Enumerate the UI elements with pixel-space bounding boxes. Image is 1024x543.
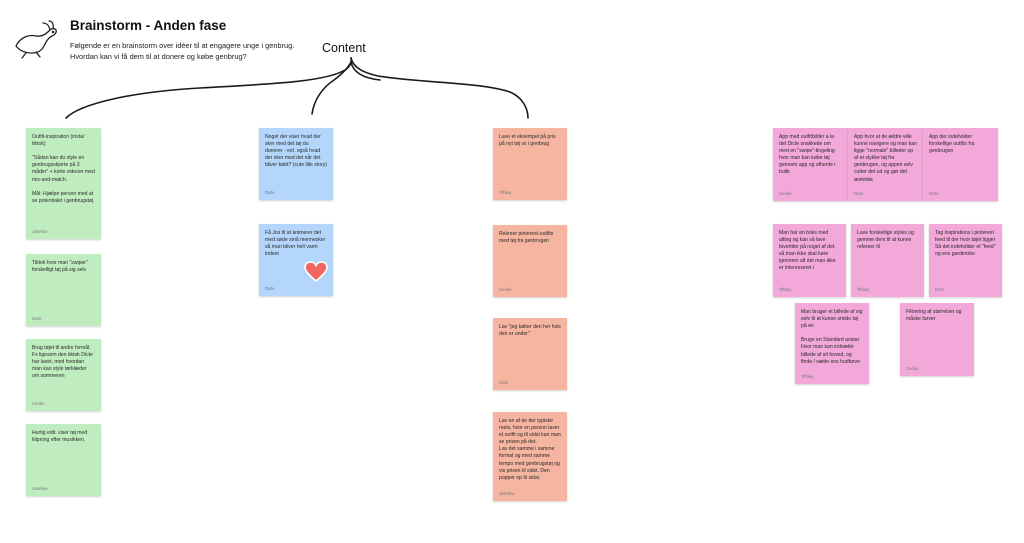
sticky-note[interactable]: Man bruger et billede af sig selv til at… <box>795 303 869 384</box>
note-text: Brug tøjet til andre formål. Fx ligesom … <box>32 345 93 380</box>
note-author: Tiffany <box>779 287 792 292</box>
note-text: Lave et eksempel på pris på nyt tøj vs i… <box>499 134 556 148</box>
note-author: Josefine <box>32 486 48 491</box>
note-author: Tiffany <box>801 374 814 379</box>
note-text: Tiktok hvor man "swiper" forskelligt tøj… <box>32 260 88 274</box>
note-text: App med outfitbilder a la det Dicte snak… <box>779 134 836 176</box>
note-author: Dicte <box>854 191 864 196</box>
sticky-note[interactable]: Hurtig edit. viser tøj med klipning efte… <box>26 424 101 496</box>
sticky-note[interactable]: App med outfitbilder a la det Dicte snak… <box>773 128 848 201</box>
page-description: Følgende er en brainstorm over idéer til… <box>70 41 295 61</box>
note-author: Dicte <box>499 380 509 385</box>
note-author: Dicte <box>32 316 42 321</box>
note-text: Outfit-inspiration (insta/ tiktok) "Såda… <box>32 134 95 204</box>
note-author: Cecilie <box>499 287 512 292</box>
sticky-note[interactable]: App hvor at de ældre ville kunne naviger… <box>848 128 923 201</box>
note-text: Noget der viser hvad der sker med det tø… <box>265 134 327 169</box>
note-text: Man bruger et billede af sig selv til at… <box>801 309 863 365</box>
note-text: Tag inspirations i pinterest feed til de… <box>935 230 996 258</box>
note-text: Lav "jeg køber den her hvis den er under… <box>499 324 561 338</box>
note-author: Cecilie <box>906 366 919 371</box>
note-author: Dicte <box>929 191 939 196</box>
sticky-note[interactable]: Man har en boks med alting og kan så lav… <box>773 224 846 297</box>
note-author: Tiffany <box>499 190 512 195</box>
sticky-note[interactable]: Tiktok hvor man "swiper" forskelligt tøj… <box>26 254 101 326</box>
sticky-note[interactable]: Rekreer pinterest-outfits med tøj fra ge… <box>493 225 567 297</box>
note-text: Få Jos til at animerer det med søde små … <box>265 230 326 258</box>
content-label: Content <box>322 41 366 55</box>
note-author: Josefine <box>499 491 515 496</box>
heart-icon <box>304 261 328 283</box>
note-author: Cecilie <box>32 401 45 406</box>
sticky-note[interactable]: Tag inspirations i pinterest feed til de… <box>929 224 1002 297</box>
note-text: Lav en af de der typiske reels, hvor en … <box>499 418 561 481</box>
note-text: Man har en boks med alting og kan så lav… <box>779 230 836 272</box>
note-text: Hurtig edit. viser tøj med klipning efte… <box>32 430 88 444</box>
rabbit-icon <box>15 20 57 59</box>
note-text: Lave forskellige styles og gemme dem til… <box>857 230 914 251</box>
note-text: App der indeholder forskellige outfits f… <box>929 134 975 155</box>
sticky-note[interactable]: Lave forskellige styles og gemme dem til… <box>851 224 924 297</box>
sticky-note[interactable]: Noget der viser hvad der sker med det tø… <box>259 128 333 200</box>
sticky-note[interactable]: App der indeholder forskellige outfits f… <box>923 128 998 201</box>
sticky-note[interactable]: Lav en af de der typiske reels, hvor en … <box>493 412 567 501</box>
note-author: Dicte <box>265 190 275 195</box>
note-author: Tiffany <box>857 287 870 292</box>
note-text: Filtrering af størrelser og måske farver <box>906 309 962 323</box>
sticky-note[interactable]: Outfit-inspiration (insta/ tiktok) "Såda… <box>26 128 101 239</box>
sticky-note[interactable]: Filtrering af størrelser og måske farver… <box>900 303 974 376</box>
note-text: Rekreer pinterest-outfits med tøj fra ge… <box>499 231 554 245</box>
note-author: Josefine <box>32 229 48 234</box>
note-author: Dicte <box>935 287 945 292</box>
sticky-note[interactable]: Lave et eksempel på pris på nyt tøj vs i… <box>493 128 567 200</box>
note-author: Cecilie <box>779 191 792 196</box>
sticky-note[interactable]: Få Jos til at animerer det med søde små … <box>259 224 333 296</box>
note-author: Dicte <box>265 286 275 291</box>
note-text: App hvor at de ældre ville kunne naviger… <box>854 134 917 183</box>
page-title: Brainstorm - Anden fase <box>70 18 227 33</box>
sticky-note[interactable]: Lav "jeg køber den her hvis den er under… <box>493 318 567 390</box>
sticky-note[interactable]: Brug tøjet til andre formål. Fx ligesom … <box>26 339 101 411</box>
